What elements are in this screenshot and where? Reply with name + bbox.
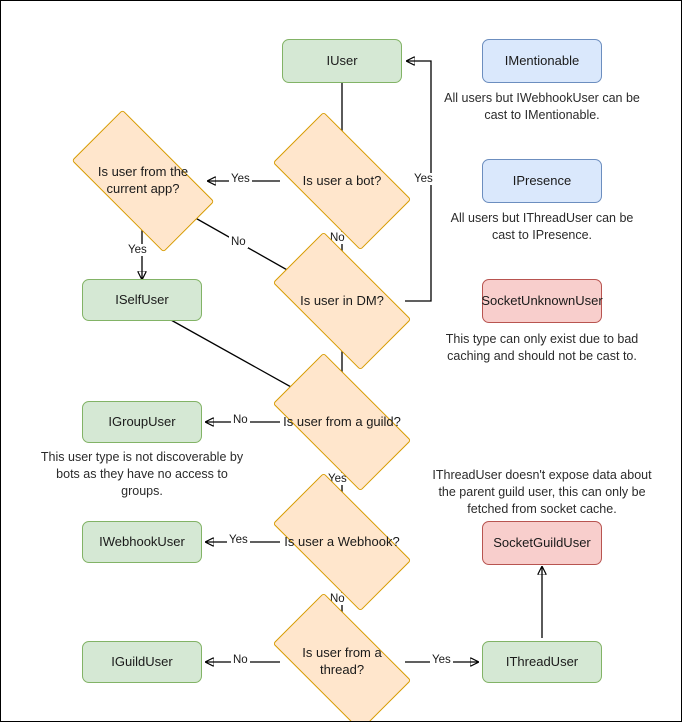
node-iselfuser-label: ISelfUser xyxy=(115,291,169,307)
node-ithreaduser-label: IThreadUser xyxy=(505,653,579,669)
caption-igroupuser-text: This user type is not discoverable by bo… xyxy=(40,450,244,498)
edge-label-thread-yes: Yes xyxy=(430,654,453,666)
edge-label-text: Yes xyxy=(414,173,433,185)
node-is-user-from-thread[interactable]: Is user from a thread? xyxy=(272,592,412,721)
node-iguilduser[interactable]: IGuildUser xyxy=(82,641,202,683)
edge-label-text: No xyxy=(231,236,246,248)
node-is-user-a-bot-label: Is user a bot? xyxy=(302,172,382,188)
node-iguilduser-label: IGuildUser xyxy=(111,653,173,669)
node-is-user-in-dm-label: Is user in DM? xyxy=(300,292,384,308)
caption-socketguilduser-text: IThreadUser doesn't expose data about th… xyxy=(432,468,652,516)
caption-imentionable-text: All users but IWebhookUser can be cast t… xyxy=(444,91,640,122)
edge-label-thread-no: No xyxy=(231,654,250,666)
node-is-user-in-dm[interactable]: Is user in DM? xyxy=(272,231,412,371)
node-is-user-from-current-app[interactable]: Is user from the current app? xyxy=(71,109,215,253)
node-iuser-label: IUser xyxy=(326,52,358,68)
node-is-user-from-thread-label: Is user from a thread? xyxy=(302,645,382,677)
caption-ipresence-text: All users but IThreadUser can be cast to… xyxy=(450,211,634,242)
node-iselfuser[interactable]: ISelfUser xyxy=(82,279,202,321)
node-socketunknownuser-label: SocketUnknownUser xyxy=(481,292,603,308)
caption-socketguilduser: IThreadUser doesn't expose data about th… xyxy=(431,467,653,518)
node-ithreaduser[interactable]: IThreadUser xyxy=(482,641,602,683)
caption-socketunknownuser-text: This type can only exist due to bad cach… xyxy=(445,332,639,363)
node-is-user-a-webhook-label: Is user a Webhook? xyxy=(284,533,400,549)
edge-label-dm-yes: Yes xyxy=(412,173,435,185)
node-socketguilduser[interactable]: SocketGuildUser xyxy=(482,521,602,565)
node-ipresence[interactable]: IPresence xyxy=(482,159,602,203)
node-iuser[interactable]: IUser xyxy=(282,39,402,83)
edge-label-currentapp-yes: Yes xyxy=(126,244,149,256)
node-socketunknownuser[interactable]: SocketUnknownUser xyxy=(481,279,603,323)
node-is-user-from-current-app-label: Is user from the current app? xyxy=(97,164,189,196)
node-is-user-from-guild[interactable]: Is user from a guild? xyxy=(272,352,412,492)
edge-label-text: Yes xyxy=(128,244,147,256)
node-iwebhookuser[interactable]: IWebhookUser xyxy=(82,521,202,563)
edge-label-guild-no: No xyxy=(231,414,250,426)
caption-socketunknownuser: This type can only exist due to bad cach… xyxy=(432,331,652,365)
edge-label-text: Yes xyxy=(231,173,250,185)
node-is-user-from-guild-label: Is user from a guild? xyxy=(283,413,401,429)
caption-imentionable: All users but IWebhookUser can be cast t… xyxy=(438,90,646,124)
node-is-user-a-bot[interactable]: Is user a bot? xyxy=(272,111,412,251)
edge-label-text: Yes xyxy=(229,534,248,546)
edge-label-text: No xyxy=(233,414,248,426)
node-imentionable-label: IMentionable xyxy=(504,52,580,68)
node-iwebhookuser-label: IWebhookUser xyxy=(99,533,185,549)
edge-label-text: Yes xyxy=(432,654,451,666)
edge-label-currentapp-no: No xyxy=(229,236,248,248)
node-imentionable[interactable]: IMentionable xyxy=(482,39,602,83)
node-is-user-a-webhook[interactable]: Is user a Webhook? xyxy=(272,472,412,612)
caption-ipresence: All users but IThreadUser can be cast to… xyxy=(438,210,646,244)
edge-label-webhook-yes: Yes xyxy=(227,534,250,546)
node-igroupuser-label: IGroupUser xyxy=(108,413,176,429)
node-socketguilduser-label: SocketGuildUser xyxy=(493,534,591,550)
caption-igroupuser: This user type is not discoverable by bo… xyxy=(37,449,247,500)
node-ipresence-label: IPresence xyxy=(512,172,572,188)
node-igroupuser[interactable]: IGroupUser xyxy=(82,401,202,443)
edge-label-text: No xyxy=(233,654,248,666)
edge-label-bot-yes: Yes xyxy=(229,173,252,185)
